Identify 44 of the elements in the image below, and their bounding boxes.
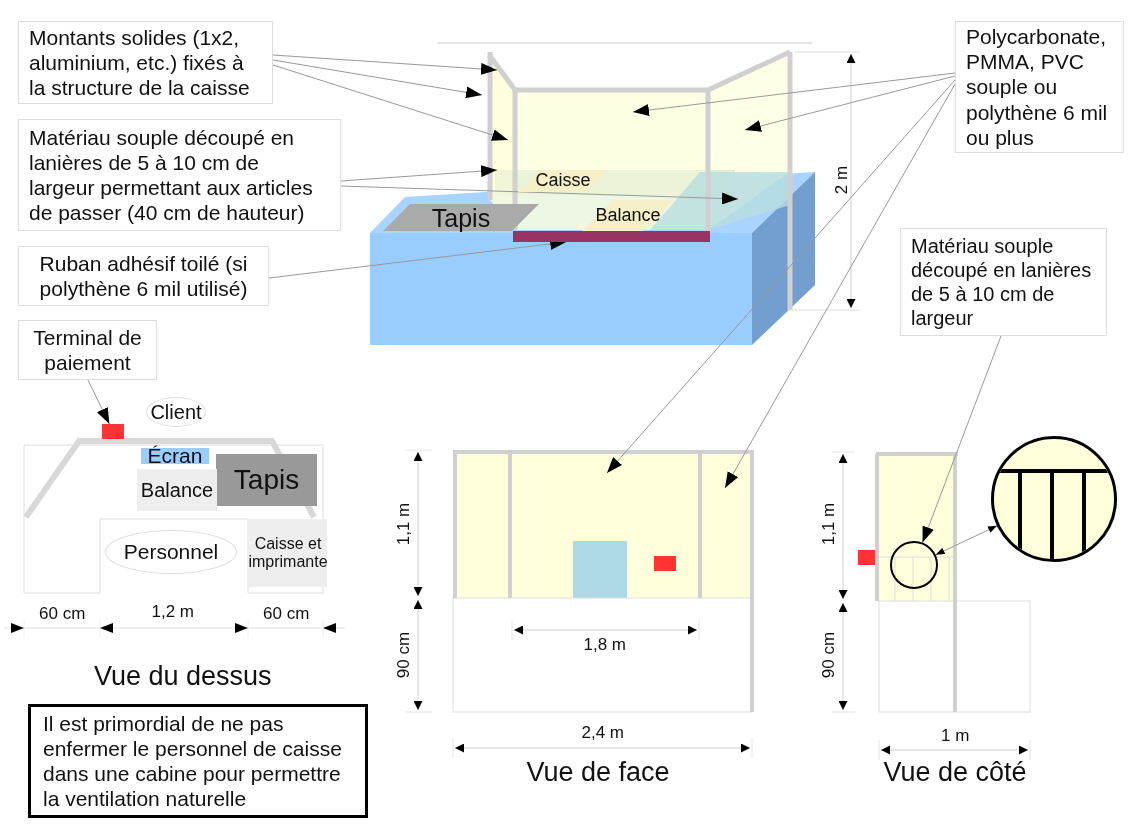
ellipse-label: Client	[146, 397, 206, 427]
area-label: Balance	[582, 200, 674, 231]
leader-line	[632, 72, 956, 117]
leader-line	[272, 54, 498, 75]
area-label: Caisse	[518, 170, 608, 192]
dimension-label: 60 cm	[263, 604, 310, 624]
dimension-label: 1,8 m	[583, 635, 627, 655]
detail-circle	[890, 541, 938, 589]
leader-line	[744, 75, 956, 132]
dimension-label: 90 cm	[819, 631, 840, 679]
area-label: Balance	[137, 469, 217, 511]
dimension-label: 1 m	[941, 726, 970, 746]
note-box: Il est primordial de ne pas enfermer le personnel de caisse dans une cabine pour permettre la ventilation naturelle	[28, 704, 368, 818]
payment-terminal	[102, 424, 124, 439]
area-label: Tapis	[383, 204, 539, 231]
leader-line	[272, 59, 483, 99]
callout-box: Montants solides (1x2, aluminium, etc.) fixés à la structure de la caisse	[18, 21, 273, 104]
arrow	[935, 525, 998, 556]
view-title: Vue du dessus	[94, 660, 272, 692]
dimension-label: 1,1 m	[818, 502, 839, 546]
leader-line	[340, 165, 498, 182]
callout-box: Terminal de paiement	[18, 320, 157, 380]
dimension-label: 1,2 m	[151, 602, 195, 622]
leader-line	[340, 185, 739, 205]
leader-line	[922, 335, 1002, 544]
callout-box: Polycarbonate, PMMA, PVC souple ou polythène 6 mil ou plus	[955, 21, 1124, 153]
ellipse-label: Personnel	[105, 530, 237, 574]
dimension-label: 2,4 m	[581, 723, 625, 743]
view-title: Vue de face	[526, 756, 670, 788]
callout-box: Matériau souple découpé en lanières de 5 à 10 cm de largeur permettant aux articles de passer (40 cm de hauteur)	[18, 119, 341, 231]
area-label: Caisse et imprimante	[249, 519, 327, 587]
dimension-label: 60 cm	[39, 604, 86, 624]
leader-line	[87, 379, 110, 425]
callout-box: Matériau souple découpé en lanières de 5 à 10 cm de largeur	[900, 228, 1107, 336]
leader-line	[606, 79, 956, 474]
tape-strip	[513, 231, 710, 242]
leader-line	[272, 64, 509, 141]
dimension-label: 2 m	[832, 165, 853, 195]
dimension-label: 1,1 m	[393, 502, 414, 546]
area-label: Tapis	[216, 454, 317, 506]
callout-box: Ruban adhésif toilé (si polythène 6 mil utilisé)	[18, 246, 269, 306]
leader-line	[724, 83, 956, 489]
view-title: Vue de côté	[883, 756, 1027, 788]
dimension-label: 90 cm	[394, 631, 415, 679]
